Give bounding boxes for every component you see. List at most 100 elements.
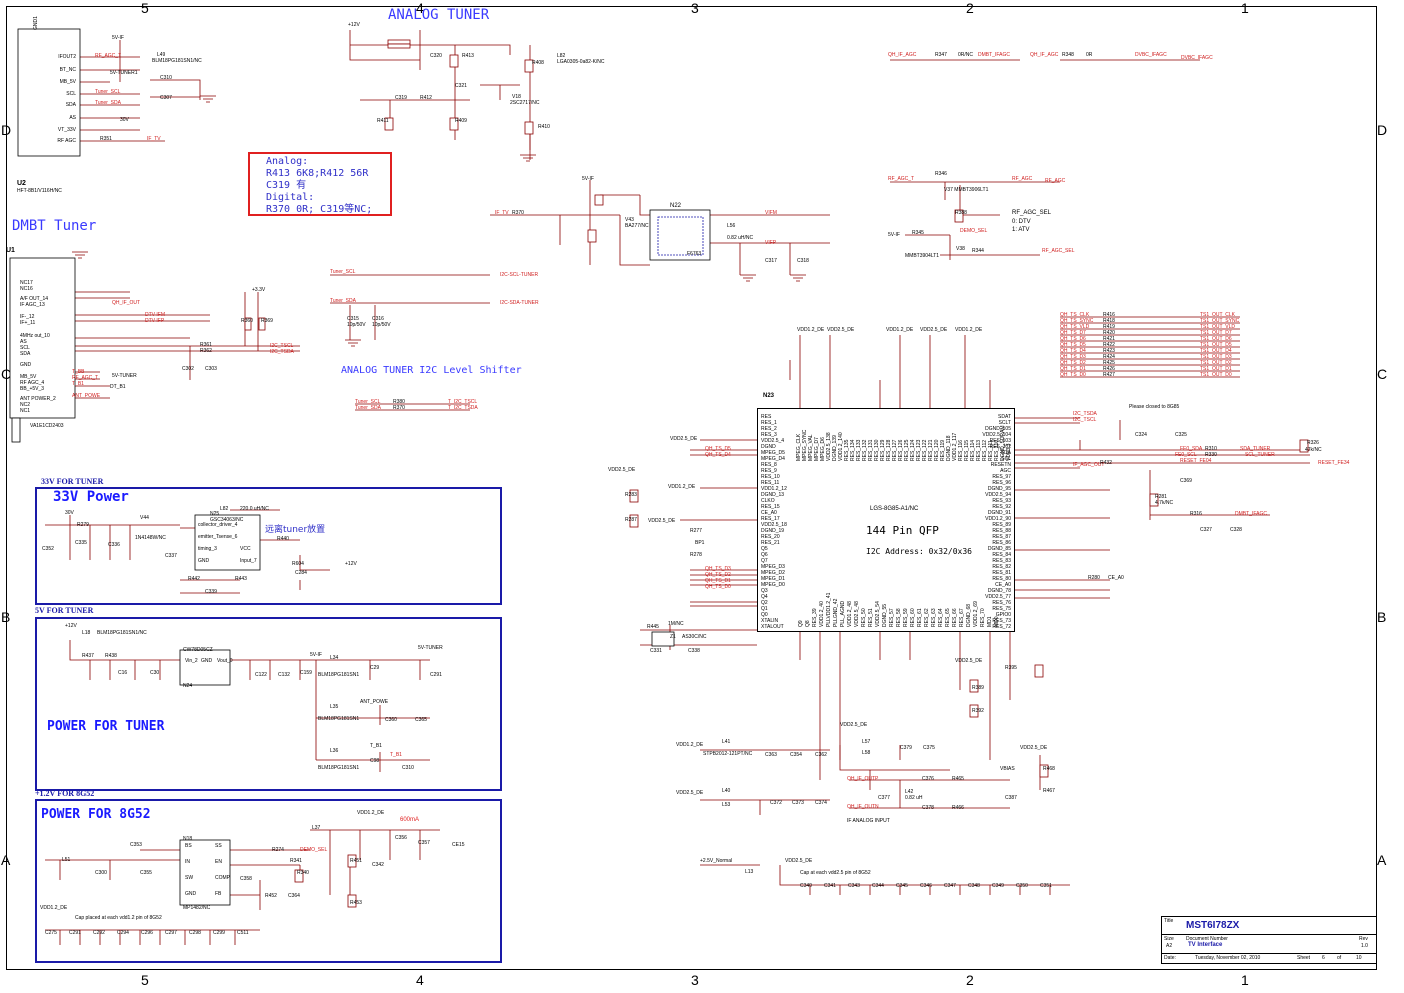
v18: V18 xyxy=(512,94,521,100)
chip-pin: VDD2.5_18 xyxy=(761,522,787,528)
chip-pin: CLKO xyxy=(761,498,775,504)
v12: +12V xyxy=(348,22,360,28)
c328: C328 xyxy=(1230,527,1242,533)
demo-sel: DEMO_SEL xyxy=(960,228,988,234)
ba277: BA277/NC xyxy=(625,223,649,229)
u1-ref: U1 xyxy=(6,247,15,254)
qh-ts-d0: QH_TS_D0 xyxy=(705,584,731,590)
r330: R330 xyxy=(1205,452,1217,458)
chip-pin: RES_51 xyxy=(868,608,874,627)
l41-part: STPB2012-121PT/NC xyxy=(703,751,753,757)
chip-pin: RES_17 xyxy=(761,516,780,522)
ce15: CE15 xyxy=(452,842,465,848)
l42: L42 xyxy=(905,789,914,795)
u1-pin: AS xyxy=(20,339,27,345)
r440: R440 xyxy=(277,536,289,542)
chip-pin: RES_81 xyxy=(992,570,1011,576)
tb-date-label: Date: xyxy=(1164,955,1176,961)
r370: R370 xyxy=(393,405,405,411)
u1-pin: SCL xyxy=(20,345,30,351)
u1-pin: A/F OUT_14 xyxy=(20,296,49,302)
c360: C360 xyxy=(385,717,397,723)
ts-resistor: R426 xyxy=(1103,366,1115,372)
if-agc-out: IF_AGC_OUT xyxy=(1073,462,1105,468)
chip-pin: PLLGND_42 xyxy=(833,598,839,627)
n18-pin: SW xyxy=(185,875,194,881)
r412: R412 xyxy=(420,95,432,101)
n25-pin: GND xyxy=(198,558,210,564)
v30: 30V xyxy=(65,510,74,516)
c317: C317 xyxy=(765,258,777,264)
ts-resistor: R416 xyxy=(1103,312,1115,318)
chip-pin: RES_9 xyxy=(761,468,777,474)
u1-part: VA1E1CD2403 xyxy=(30,423,64,429)
v25-normal: +2.5V_Normal xyxy=(700,858,733,864)
qh-if-agc: QH_IF_AGC xyxy=(1030,52,1059,58)
ts-right-net: TS1_OUT_D6 xyxy=(1200,336,1232,342)
cap-bottom: C511 xyxy=(237,930,249,936)
l51: L51 xyxy=(62,857,71,863)
chip-pin: Q4 xyxy=(761,594,768,600)
tuner-scl: Tuner_SCL xyxy=(355,399,381,405)
qh-if-agc: QH_IF_AGC xyxy=(888,52,917,58)
c159: C159 xyxy=(300,670,312,676)
c132: C132 xyxy=(278,672,290,678)
c353: C353 xyxy=(130,842,142,848)
c339: C339 xyxy=(205,589,217,595)
blm: BLM18PG181SN1 xyxy=(318,672,360,678)
zone-top-2: 2 xyxy=(966,0,974,16)
tb-title: MST6I78ZX xyxy=(1186,920,1240,931)
chip-pin: MPEG_D2 xyxy=(761,570,785,576)
l82: L82 xyxy=(557,53,566,59)
v30: 30V xyxy=(120,117,129,123)
cap-top: C344 xyxy=(872,883,884,889)
i2c-tscl: I2C_TSCL xyxy=(1073,417,1097,423)
c327: C327 xyxy=(1200,527,1212,533)
qh-if-outp: QH_IF_OUTP xyxy=(847,776,879,782)
mmbt3904: MMBT3904LT1 xyxy=(905,253,940,259)
c320: C320 xyxy=(430,53,442,59)
tuner-sda-lbl: Tuner_SDA xyxy=(95,100,121,106)
n24-pin: Vin_2 xyxy=(185,658,198,664)
s12-title: POWER FOR 8G52 xyxy=(41,807,151,822)
chip-pin: RES_21 xyxy=(761,540,780,546)
ts-left-net: QH_TS_D4 xyxy=(1060,348,1086,354)
v5if: 5V-IF xyxy=(582,176,594,182)
chip-pin: Q1 xyxy=(761,606,768,612)
qfp-title: 144 Pin QFP xyxy=(866,524,939,537)
l37: L37 xyxy=(312,825,321,831)
u1-pin: IF+_11 xyxy=(20,320,36,326)
l13: L13 xyxy=(745,869,754,875)
r283: R283 xyxy=(625,492,637,498)
chip-pin: RES_58 xyxy=(896,608,902,627)
r310: R310 xyxy=(1205,446,1217,452)
pf50: 10p/50V xyxy=(347,322,366,328)
or: 0R xyxy=(1086,52,1093,58)
pf50: 10p/50V xyxy=(372,322,391,328)
i2c-sda: I2C-SDA-TUNER xyxy=(500,300,539,306)
vdd25-de: VDD2.5_DE xyxy=(1020,745,1048,751)
qh-ts-d4: QH_TS_D4 xyxy=(705,452,731,458)
chip-pin: RES_102 xyxy=(989,444,1011,450)
cap-bottom: C296 xyxy=(141,930,153,936)
vdd25-de: VDD2.5_DE xyxy=(840,722,868,728)
chip-pin: RES_97 xyxy=(992,474,1011,480)
vdd25-de: VDD2.5_DE xyxy=(676,790,704,796)
l58: L58 xyxy=(862,750,871,756)
chip-pin: VDD2.5_77 xyxy=(985,594,1011,600)
r287: R287 xyxy=(625,517,637,523)
u1-pin: GND xyxy=(20,362,32,368)
bp1: BP1 xyxy=(695,540,705,546)
t-bb: T_BB xyxy=(72,369,85,375)
r437: R437 xyxy=(82,653,94,659)
r409: R409 xyxy=(455,118,467,124)
chip-pin: VDD1.2_40 xyxy=(819,601,825,627)
dvbc-ifagc: DVBC_IFAGC xyxy=(1135,52,1167,58)
c369: C369 xyxy=(1180,478,1192,484)
tb-size-label: Size xyxy=(1164,936,1174,942)
zone-left-C: C xyxy=(1,366,12,382)
r345: R345 xyxy=(912,230,924,236)
ts-resistor: R423 xyxy=(1103,348,1115,354)
c356: C356 xyxy=(395,835,407,841)
r344: R344 xyxy=(972,248,984,254)
